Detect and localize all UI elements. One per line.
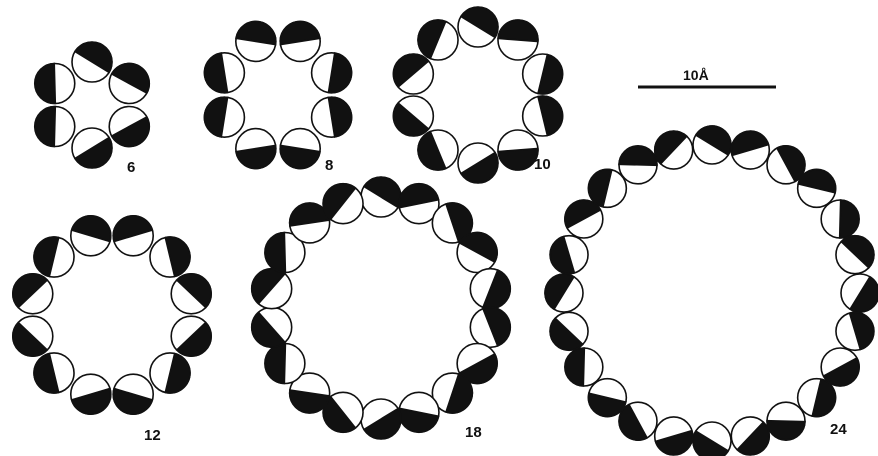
ring-18-glucose-unit <box>470 307 510 347</box>
ring-label-24: 24 <box>830 421 847 438</box>
ring-24-glucose-unit <box>545 274 583 312</box>
ring-12-glucose-unit <box>71 216 111 256</box>
ring-8-glucose-unit <box>204 97 244 137</box>
ring-label-6: 6 <box>127 159 135 176</box>
ring-24-glucose-unit <box>767 402 805 440</box>
ring-10-glucose-unit <box>393 96 433 136</box>
ring-12-glucose-unit <box>34 353 74 393</box>
ring-24-glucose-unit <box>550 236 588 274</box>
ring-label-8: 8 <box>325 157 333 174</box>
ring-6-glucose-unit <box>35 64 75 104</box>
ring-24-glucose-unit <box>655 417 693 455</box>
ring-8-glucose-unit <box>236 21 276 61</box>
ring-12-glucose-unit <box>171 274 211 314</box>
ring-12-glucose-unit <box>34 237 74 277</box>
ring-8 <box>204 21 351 168</box>
ring-10-glucose-unit <box>523 96 563 136</box>
ring-12-glucose-unit <box>150 237 190 277</box>
ring-6-glucose-unit <box>109 63 149 103</box>
ring-10-glucose-unit <box>418 20 458 60</box>
ring-24-glucose-unit <box>836 312 874 350</box>
ring-24-glucose-unit <box>798 169 836 207</box>
ring-18-glucose-unit <box>361 399 401 439</box>
ring-6-glucose-unit <box>109 107 149 147</box>
ring-12 <box>13 216 211 414</box>
ring-24-glucose-unit <box>565 348 603 386</box>
ring-18-glucose-unit <box>470 269 510 309</box>
ring-12-glucose-unit <box>13 274 53 314</box>
ring-12-glucose-unit <box>150 353 190 393</box>
ring-24-glucose-unit <box>619 146 657 184</box>
ring-18-glucose-unit <box>265 344 305 384</box>
ring-10-glucose-unit <box>523 54 563 94</box>
ring-label-18: 18 <box>465 424 482 441</box>
ring-6-glucose-unit <box>35 107 75 147</box>
ring-24-glucose-unit <box>731 131 769 169</box>
ring-18-glucose-unit <box>399 392 439 432</box>
ring-6-glucose-unit <box>72 128 112 168</box>
ring-label-10: 10 <box>534 156 551 173</box>
ring-18-glucose-unit <box>361 177 401 217</box>
ring-24-glucose-unit <box>821 348 859 386</box>
ring-10-glucose-unit <box>418 130 458 170</box>
ring-24-glucose-unit <box>565 200 603 238</box>
ring-12-glucose-unit <box>13 316 53 356</box>
ring-label-12: 12 <box>144 427 161 444</box>
ring-24-glucose-unit <box>841 274 878 312</box>
ring-24-glucose-unit <box>588 169 626 207</box>
ring-24-glucose-unit <box>655 131 693 169</box>
ring-8-glucose-unit <box>236 129 276 169</box>
ring-10-glucose-unit <box>458 143 498 183</box>
ring-24-glucose-unit <box>693 422 731 456</box>
ring-24-glucose-unit <box>550 312 588 350</box>
ring-24-glucose-unit <box>588 379 626 417</box>
ring-24-glucose-unit <box>836 236 874 274</box>
ring-10-glucose-unit <box>458 7 498 47</box>
ring-24-glucose-unit <box>798 379 836 417</box>
ring-24-glucose-unit <box>619 402 657 440</box>
ring-10-glucose-unit <box>498 20 538 60</box>
ring-12-glucose-unit <box>171 316 211 356</box>
ring-12-glucose-unit <box>71 374 111 414</box>
ring-18-glucose-unit <box>252 307 292 347</box>
ring-8-glucose-unit <box>280 129 320 169</box>
scale-bar: 10Å <box>638 67 776 87</box>
ring-8-glucose-unit <box>280 21 320 61</box>
ring-18 <box>252 177 511 439</box>
scale-bar-label: 10Å <box>683 67 709 83</box>
ring-12-glucose-unit <box>113 216 153 256</box>
ring-12-glucose-unit <box>113 374 153 414</box>
ring-6 <box>35 42 149 168</box>
ring-18-glucose-unit <box>323 184 363 224</box>
ring-24-glucose-unit <box>731 417 769 455</box>
ring-10-glucose-unit <box>498 130 538 170</box>
ring-24-glucose-unit <box>821 200 859 238</box>
ring-8-glucose-unit <box>312 53 352 93</box>
ring-18-glucose-unit <box>457 233 497 273</box>
ring-24 <box>545 126 878 456</box>
ring-18-glucose-unit <box>252 269 292 309</box>
ring-8-glucose-unit <box>204 53 244 93</box>
ring-8-glucose-unit <box>312 97 352 137</box>
ring-24-glucose-unit <box>767 146 805 184</box>
ring-10-glucose-unit <box>393 54 433 94</box>
ring-24-glucose-unit <box>693 126 731 164</box>
ring-6-glucose-unit <box>72 42 112 82</box>
